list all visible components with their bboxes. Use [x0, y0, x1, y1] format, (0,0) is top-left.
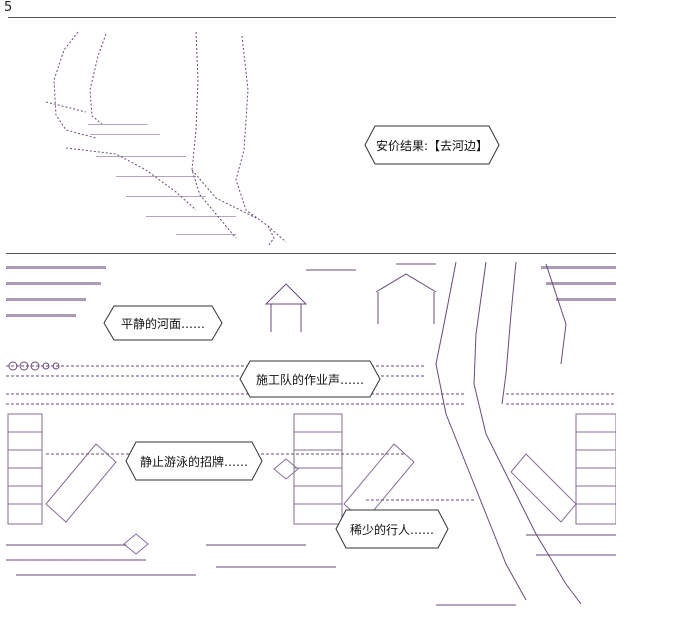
- construction-text: 施工队的作业声……: [255, 372, 364, 387]
- result-bubble: 安价结果:【去河边】: [364, 125, 500, 165]
- panel-legs-walking: 安价结果:【去河边】: [6, 20, 616, 252]
- legs-line-art: [45, 31, 287, 247]
- few-people-bubble: 稀少的行人……: [335, 509, 449, 549]
- no-swimming-text: 静止游泳的招牌……: [139, 454, 248, 469]
- no-swimming-bubble: 静止游泳的招牌……: [125, 441, 263, 481]
- riverside-line-art: [6, 261, 616, 606]
- middle-divider: [6, 253, 616, 254]
- construction-bubble: 施工队的作业声……: [239, 360, 381, 398]
- panel-riverside-scene: 平静的河面…… 施工队的作业声…… 静止游泳的招牌…… 稀少的行人……: [6, 254, 616, 618]
- bubble-frame: [335, 509, 449, 549]
- bubble-frame: [239, 360, 381, 398]
- few-people-text: 稀少的行人……: [349, 522, 434, 537]
- top-divider: [8, 17, 616, 18]
- calm-river-bubble: 平静的河面……: [103, 305, 223, 341]
- calm-river-text: 平静的河面……: [120, 316, 205, 331]
- result-text: 安价结果:【去河边】: [375, 138, 489, 153]
- page-number: 5: [4, 0, 13, 15]
- bubble-frame: [125, 441, 263, 481]
- bubble-frame: [103, 305, 223, 341]
- bubble-frame: [364, 125, 500, 165]
